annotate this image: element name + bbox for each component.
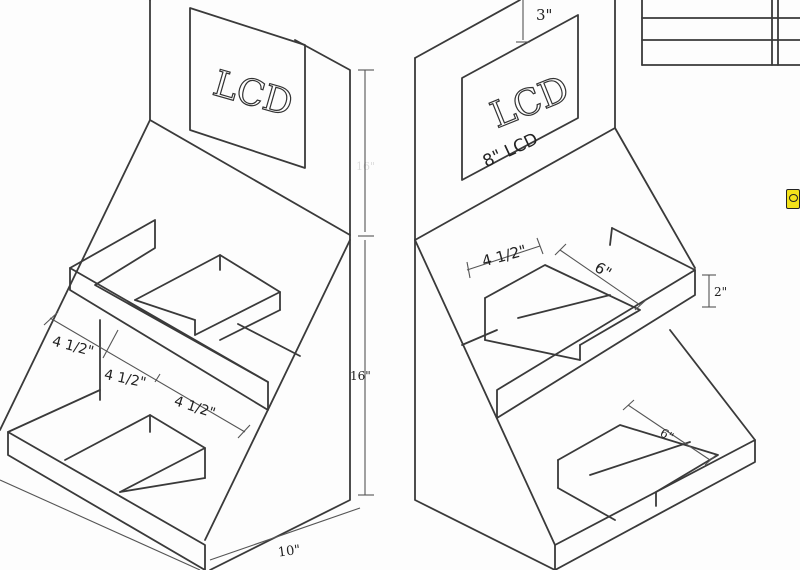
left-depth-arrow [209, 507, 361, 561]
right-lcd-frame [461, 14, 579, 181]
left-header-board [149, 0, 351, 236]
left-shelf-dim-line [49, 317, 246, 433]
left-top-shelf-front [69, 219, 269, 411]
note-icon[interactable] [786, 189, 800, 209]
left-width-arrow [0, 479, 201, 570]
right-tray-width-arrow [466, 245, 541, 271]
right-top-shelf-front [496, 269, 696, 419]
partial-drawing-fragment [641, 0, 800, 66]
right-lip-height-label: 2" [714, 285, 727, 299]
left-shelf-dim-1: 4 1/2" [50, 334, 95, 360]
right-front-edge [414, 239, 556, 570]
right-side-top [614, 127, 696, 269]
left-height-lower-label: 16" [350, 369, 371, 383]
right-display: LCD 8" LCD 3" 4 1/2" 6" 2" [414, 0, 756, 570]
left-lcd-frame [189, 7, 306, 169]
left-display: LCD 16" 16" 10" [0, 0, 375, 570]
right-tray-width-label: 4 1/2" [480, 241, 528, 270]
right-header-margin-label: 3" [536, 6, 552, 24]
left-bottom-shelf-front [7, 431, 206, 570]
right-tray-length-arrow [559, 249, 641, 306]
right-top-tray [484, 264, 641, 346]
right-screen-note: 8" LCD [480, 129, 541, 172]
left-shelf-dim-3: 4 1/2" [172, 393, 217, 421]
left-height-upper-label: 16" [356, 160, 375, 173]
right-header-board [414, 0, 616, 241]
left-back-edge [209, 234, 351, 570]
right-bottom-shelf-front [554, 439, 756, 570]
left-lcd-label: LCD [209, 63, 298, 125]
right-header-top [414, 0, 521, 59]
left-side-edge [0, 119, 151, 431]
right-tray-length-top-label: 6" [591, 258, 614, 282]
left-bottom-tray [64, 414, 206, 493]
left-depth-label: 10" [277, 543, 301, 561]
left-top-tray [134, 254, 281, 336]
right-bottom-tray-arrow [627, 404, 711, 461]
right-bottom-tray [557, 424, 719, 493]
right-tray-length-bottom-label: 6" [658, 426, 676, 445]
